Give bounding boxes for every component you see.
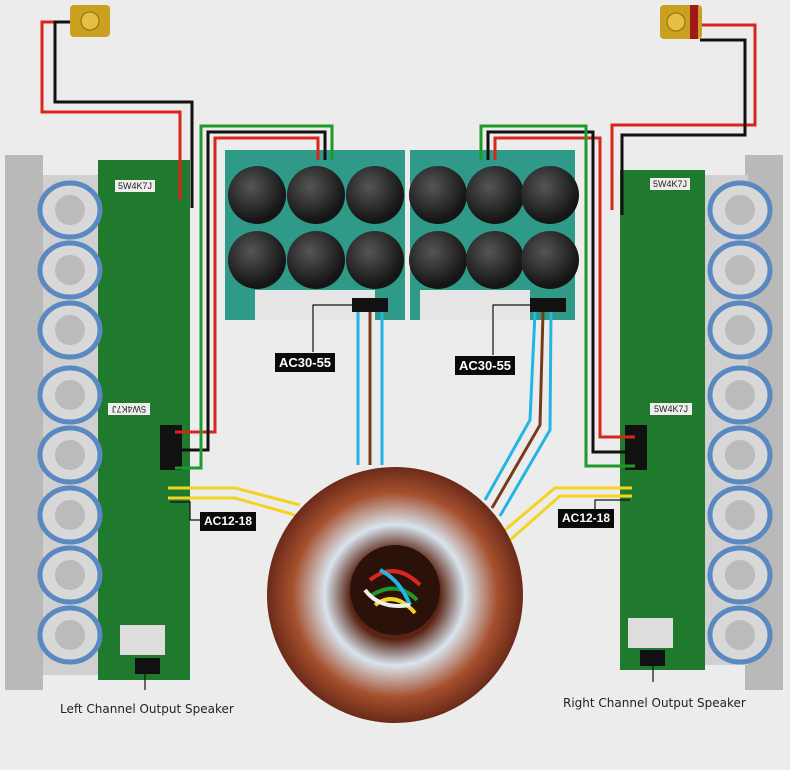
- transistor-cap: [725, 560, 755, 590]
- left-heatsink: [5, 155, 43, 690]
- left-output-transistors: [37, 180, 103, 665]
- right-resistor-marking: 5W4K7J: [653, 179, 687, 189]
- left-resistor-marking: 5W4K7J: [118, 181, 152, 191]
- transistor-cap: [55, 500, 85, 530]
- filter-capacitor: [521, 231, 579, 289]
- left-supply-terminal: [352, 298, 388, 312]
- left-power-supply-board: [225, 150, 405, 320]
- transistor-cap: [55, 440, 85, 470]
- filter-capacitor: [346, 166, 404, 224]
- filter-capacitor: [466, 166, 524, 224]
- filter-capacitor: [466, 231, 524, 289]
- right-output-caption: Right Channel Output Speaker: [563, 696, 746, 710]
- right-power-resistor: [650, 178, 690, 190]
- left-power-resistor: [115, 180, 155, 192]
- left-pcb: [98, 160, 190, 680]
- left-relay: [120, 625, 165, 655]
- right-power-terminal: [625, 425, 647, 470]
- transistor-cap: [725, 500, 755, 530]
- left-speaker-terminal: [135, 658, 160, 674]
- transistor-cap: [725, 315, 755, 345]
- transistor-cap: [55, 255, 85, 285]
- left-rca-input-jack: [70, 5, 110, 37]
- filter-capacitor: [228, 231, 286, 289]
- right-power-supply-board: [409, 150, 579, 320]
- label-leaders: [144, 304, 654, 690]
- transformer-leads: [363, 568, 422, 615]
- right-resistor-marking-2: 5W4K7J: [654, 404, 688, 414]
- transistor-cap: [55, 620, 85, 650]
- transistor-cap: [55, 195, 85, 225]
- filter-capacitor: [228, 166, 286, 224]
- transistor-cap: [725, 380, 755, 410]
- left-resistor-marking-2: 5W4K7J: [112, 404, 146, 414]
- right-relay: [628, 618, 673, 648]
- filter-capacitor: [287, 166, 345, 224]
- wires: [40, 20, 757, 542]
- left-ac30-55-label: AC30-55: [275, 353, 336, 372]
- filter-capacitor: [409, 166, 467, 224]
- filter-capacitor: [409, 231, 467, 289]
- left-ac12-18-label: AC12-18: [200, 512, 257, 531]
- filter-capacitor: [521, 166, 579, 224]
- right-power-resistor-2: [650, 403, 692, 415]
- transistor-cap: [725, 195, 755, 225]
- toroidal-transformer: [267, 467, 523, 723]
- filter-capacitor: [287, 231, 345, 289]
- right-pcb: [620, 170, 705, 670]
- transistor-cap: [55, 560, 85, 590]
- right-ac12-18-label: AC12-18: [558, 509, 615, 528]
- right-supply-terminal: [530, 298, 566, 312]
- transistor-cap: [725, 255, 755, 285]
- right-output-transistors: [707, 180, 773, 665]
- left-power-resistor-2: [108, 403, 150, 415]
- transistor-cap: [725, 620, 755, 650]
- left-output-caption: Left Channel Output Speaker: [60, 702, 234, 716]
- right-ac30-55-label: AC30-55: [455, 356, 516, 375]
- filter-capacitor: [346, 231, 404, 289]
- transistor-cap: [55, 315, 85, 345]
- transistor-cap: [725, 440, 755, 470]
- left-amplifier-board: 5W4K7J 5W4K7J: [5, 155, 190, 690]
- left-power-terminal: [160, 425, 182, 470]
- right-rca-input-jack: [660, 5, 702, 39]
- transistor-cap: [55, 380, 85, 410]
- right-amplifier-board: 5W4K7J 5W4K7J: [620, 155, 783, 690]
